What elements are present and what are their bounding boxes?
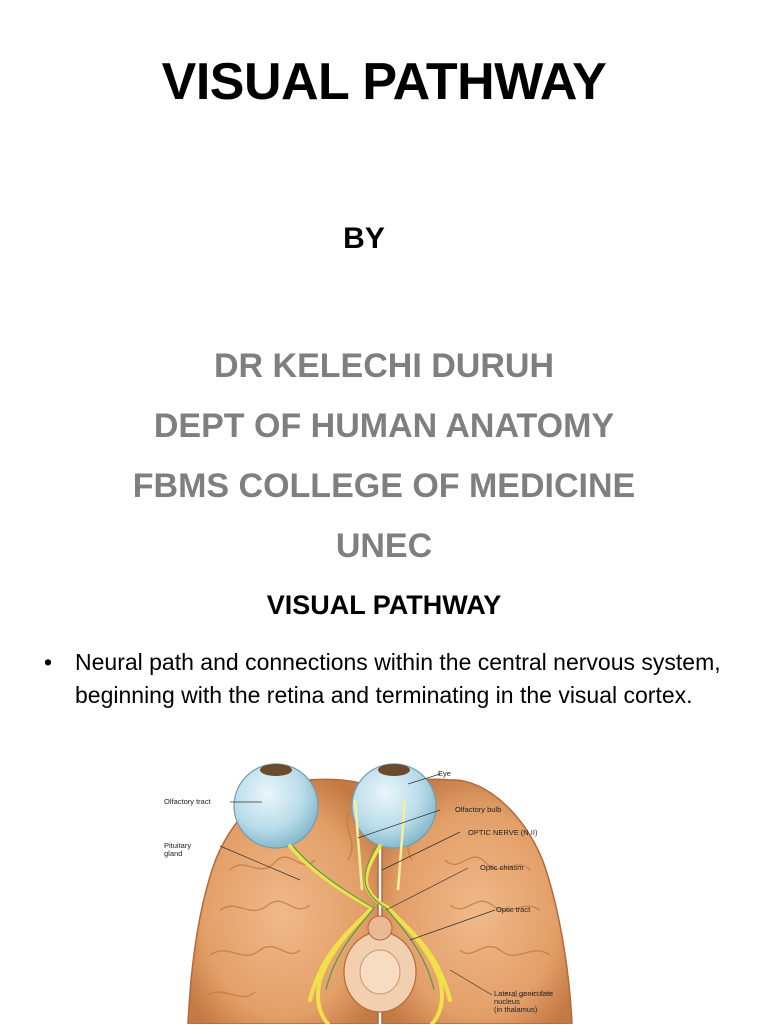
by-label: BY bbox=[343, 222, 385, 255]
label-olfactory-bulb: Olfactory bulb bbox=[455, 805, 502, 814]
author-university: UNEC bbox=[335, 527, 433, 565]
author-department: DEPT OF HUMAN ANATOMY bbox=[153, 407, 615, 445]
author-college: FBMS COLLEGE OF MEDICINE bbox=[132, 467, 636, 505]
slide-title: VISUAL PATHWAY bbox=[161, 53, 607, 111]
optic-pathway bbox=[288, 844, 452, 1026]
bullet-item: • Neural path and connections within the… bbox=[44, 646, 765, 712]
pituitary-gland bbox=[367, 915, 393, 941]
olfactory-tracts bbox=[353, 799, 407, 891]
author-name: DR KELECHI DURUH bbox=[214, 347, 554, 385]
bullet-text: Neural path and connections within the c… bbox=[75, 649, 721, 708]
visual-pathway-diagram: Eye Olfactory tract Olfactory bulb OPTIC… bbox=[150, 750, 610, 1026]
label-optic-nerve: OPTIC NERVE (N II) bbox=[468, 828, 538, 837]
bullet-marker: • bbox=[44, 649, 53, 675]
brain-illustration bbox=[187, 763, 573, 1026]
label-olfactory-tract: Olfactory tract bbox=[164, 797, 211, 806]
label-optic-chiasm: Optic chiasm bbox=[480, 863, 524, 872]
label-pituitary: Pituitary gland bbox=[164, 841, 192, 858]
leader-lines bbox=[219, 773, 496, 996]
gyri-texture bbox=[207, 809, 553, 998]
section-title: VISUAL PATHWAY bbox=[266, 590, 502, 620]
left-eye bbox=[233, 763, 319, 849]
label-optic-tract: Optic tract bbox=[496, 905, 531, 914]
label-lateral-geniculate: Lateral geniculate nucleus (in thalamus) bbox=[494, 989, 554, 1014]
label-eye: Eye bbox=[438, 769, 451, 778]
author-block: DR KELECHI DURUH DEPT OF HUMAN ANATOMY F… bbox=[0, 336, 768, 576]
